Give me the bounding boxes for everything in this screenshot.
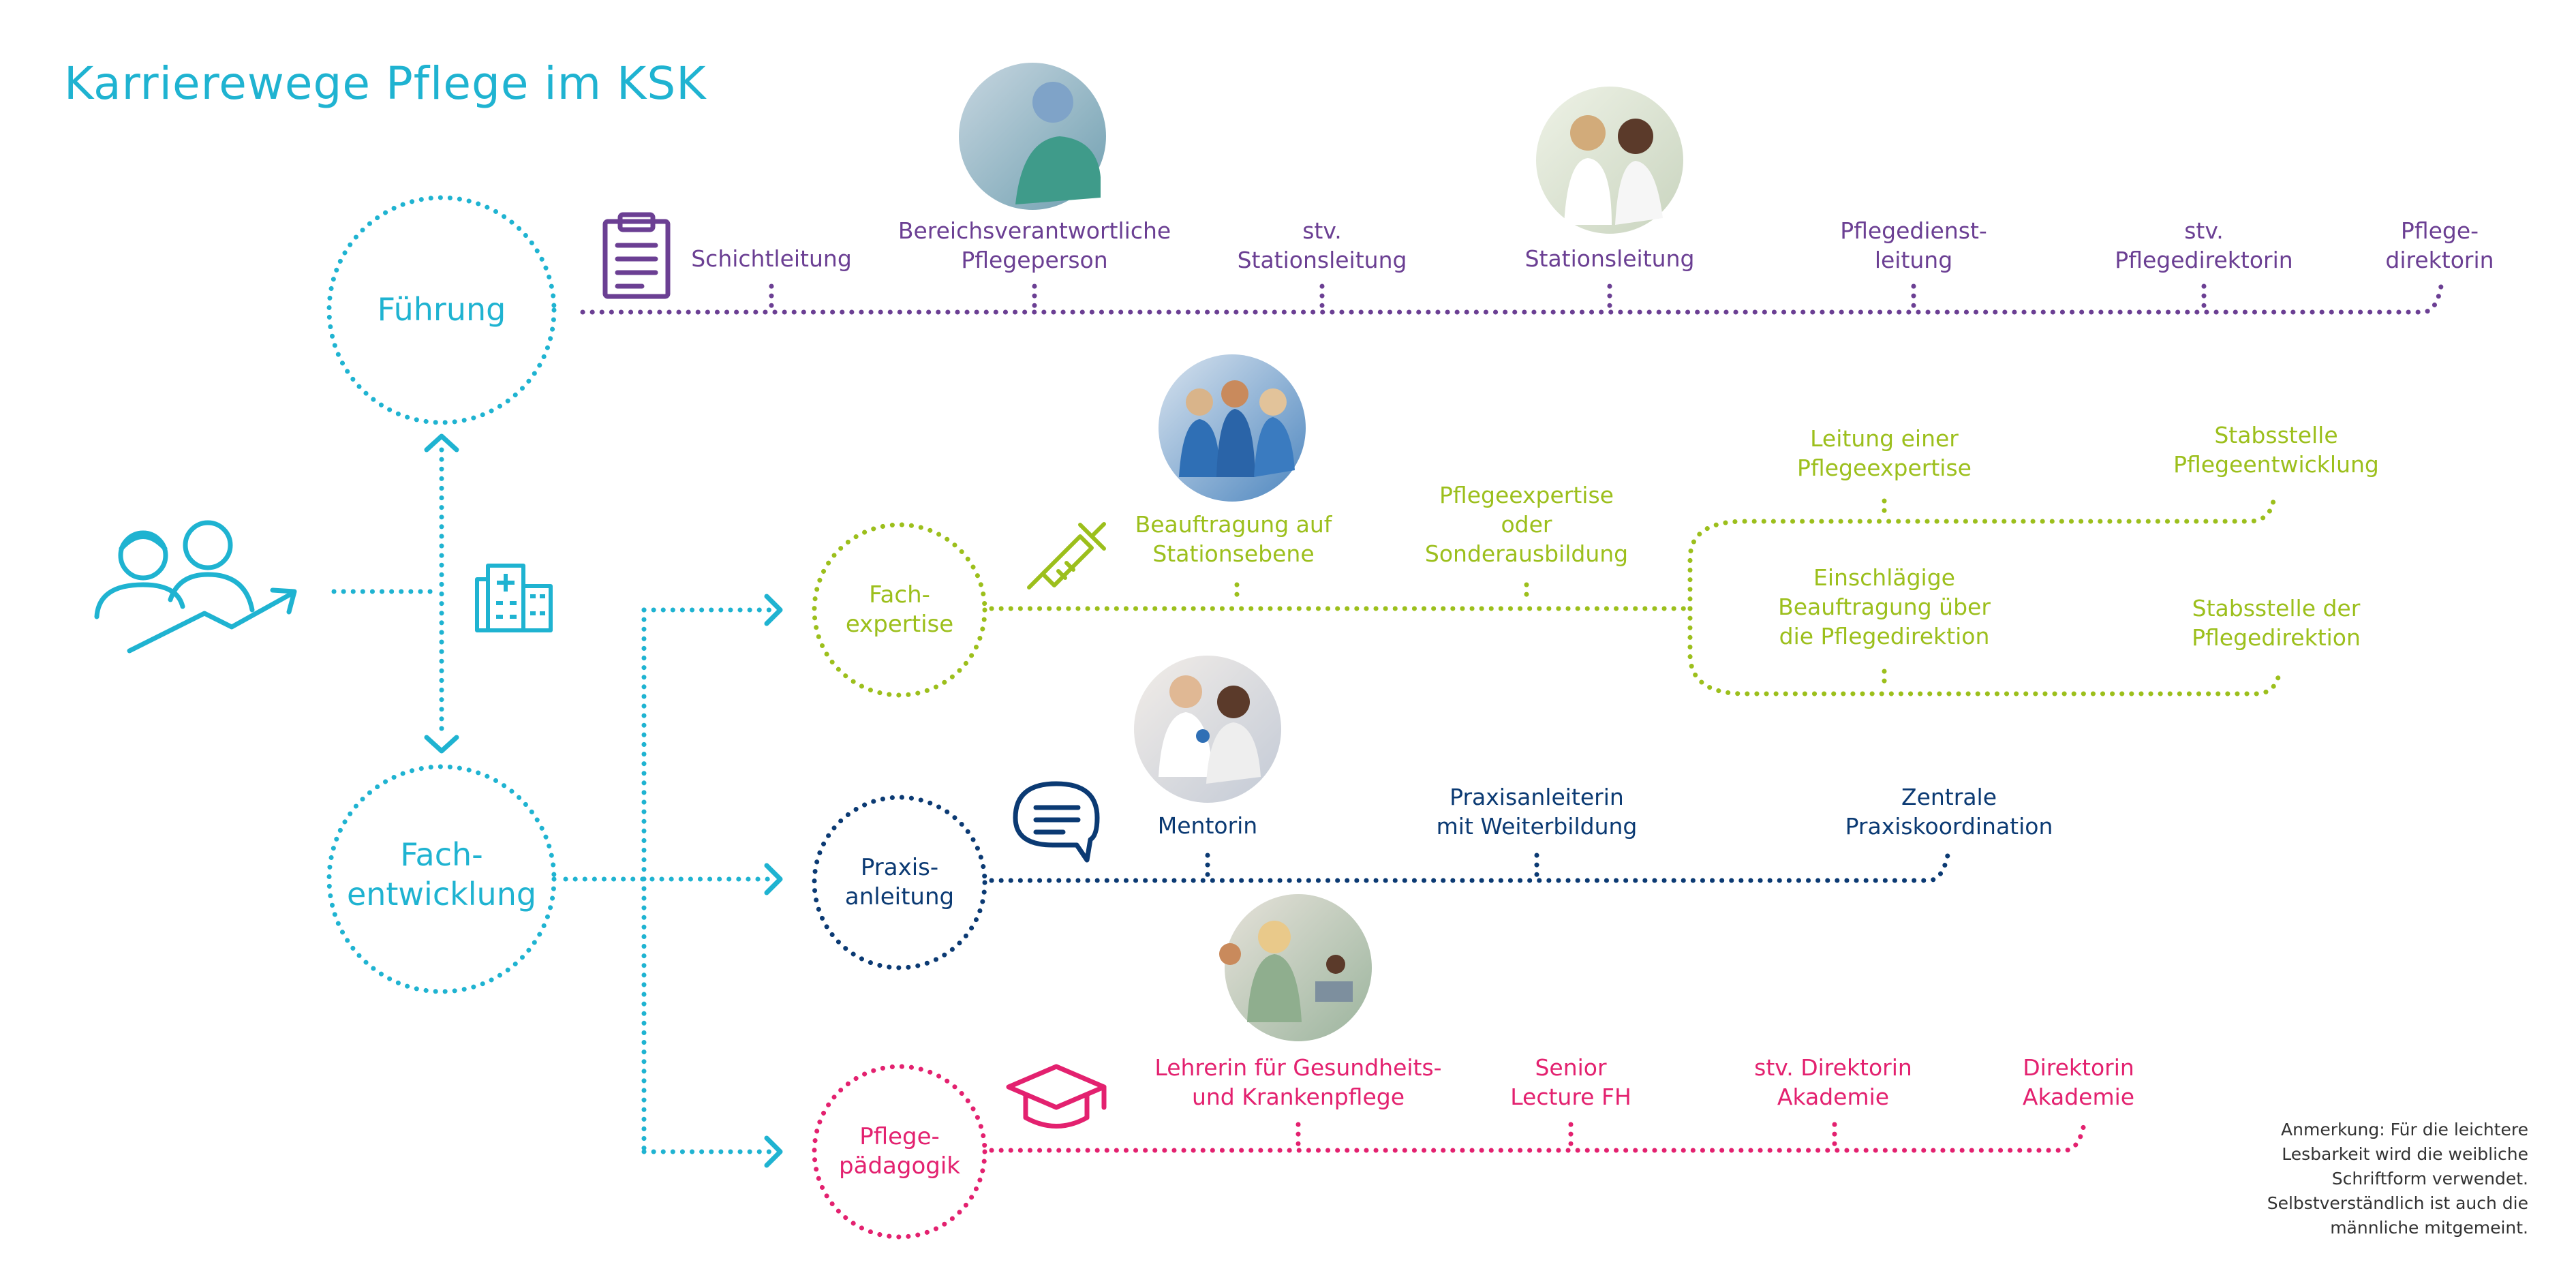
- page-title: Karrierewege Pflege im KSK: [64, 57, 707, 110]
- step-mentorin: Mentorin: [1157, 812, 1258, 839]
- clipboard-icon: [602, 212, 671, 299]
- step-direktorin-akademie: Direktorin Akademie: [2022, 1054, 2135, 1110]
- arrow-fachexpertise: [764, 594, 783, 626]
- step-bereichsverantwortliche: Bereichsverantwortliche Pflegeperson: [898, 217, 1171, 273]
- photo-nurses-team: [1159, 354, 1306, 502]
- graduation-cap-icon: [1006, 1064, 1107, 1129]
- step-praxisanleiterin: Praxisanleiterin mit Weiterbildung: [1436, 784, 1638, 840]
- people-career-icon: [94, 520, 297, 654]
- arrow-praxis: [764, 863, 783, 895]
- fuehrung-line: [580, 283, 2444, 315]
- photo-operating-room: [959, 63, 1106, 210]
- paedagogik-line: [989, 1122, 2087, 1153]
- circle-pflegepaedagogik: [812, 1064, 987, 1240]
- node-pflegepaedagogik: Pflege- pädagogik: [839, 1123, 960, 1180]
- photo-mentoring: [1134, 656, 1281, 803]
- node-fuehrung: Führung: [377, 291, 506, 328]
- node-fachentwicklung: Fach- entwicklung: [346, 836, 537, 913]
- step-einschlaegige-beauftragung: Einschlägige Beauftragung über die Pfleg…: [1778, 564, 1991, 649]
- step-beauftragung-station: Beauftragung auf Stationsebene: [1135, 511, 1332, 567]
- step-pflegeexpertise: Pflegeexpertise oder Sonderausbildung: [1424, 482, 1629, 567]
- step-lehrerin: Lehrerin für Gesundheits- und Krankenpfl…: [1154, 1054, 1442, 1110]
- step-stabsstelle-pflegedirektion: Stabsstelle der Pflegedirektion: [2192, 595, 2361, 651]
- arrow-down: [424, 735, 459, 754]
- syringe-icon: [1027, 522, 1106, 589]
- circle-fachexpertise: [812, 522, 987, 698]
- circle-fachentwicklung: [326, 764, 557, 994]
- hospital-icon: [475, 564, 553, 632]
- speech-bubble-icon: [1013, 781, 1100, 863]
- circle-praxisanleitung: [812, 795, 987, 970]
- step-pflegedienstleitung: Pflegedienst- leitung: [1840, 217, 1987, 273]
- step-stv-pflegedirektorin: stv. Pflegedirektorin: [2115, 217, 2293, 273]
- step-senior-lecture: Senior Lecture FH: [1510, 1054, 1631, 1110]
- step-stv-stationsleitung: stv. Stationsleitung: [1237, 217, 1407, 273]
- fachexpertise-upper-branch: [1687, 498, 2276, 611]
- step-schichtleitung: Schichtleitung: [691, 245, 852, 272]
- photo-classroom: [1219, 894, 1372, 1041]
- photo-nurses-station: [1536, 87, 1683, 234]
- step-stv-direktorin-akademie: stv. Direktorin Akademie: [1754, 1054, 1912, 1110]
- step-zentrale-praxiskoordination: Zentrale Praxiskoordination: [1845, 784, 2053, 840]
- step-pflegedirektorin: Pflege- direktorin: [2385, 217, 2494, 273]
- step-stationsleitung: Stationsleitung: [1524, 245, 1695, 272]
- praxis-line: [989, 853, 1950, 883]
- step-leitung-pflegeexpertise: Leitung einer Pflegeexpertise: [1797, 425, 1972, 481]
- arrow-up: [424, 433, 459, 453]
- circle-fuehrung: [326, 195, 557, 425]
- footnote: Anmerkung: Für die leichtere Lesbarkeit …: [2267, 1120, 2528, 1238]
- node-praxisanleitung: Praxis- anleitung: [844, 854, 955, 910]
- node-fachexpertise: Fach- expertise: [845, 581, 954, 638]
- step-stabsstelle-pflegeentwicklung: Stabsstelle Pflegeentwicklung: [2173, 422, 2379, 478]
- arrow-paedagogik: [764, 1135, 783, 1168]
- fachexpertise-lower-branch: [1687, 606, 2282, 696]
